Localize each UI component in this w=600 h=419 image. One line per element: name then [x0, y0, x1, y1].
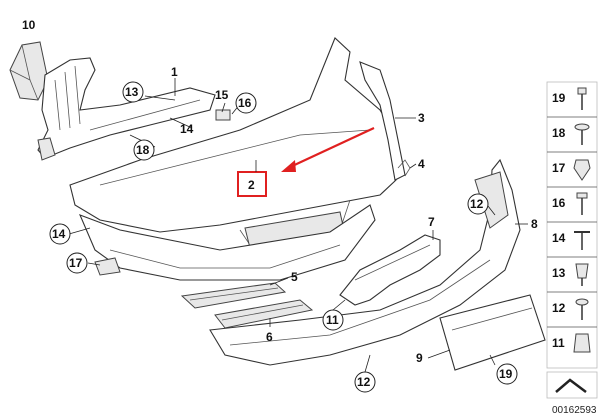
- svg-text:6: 6: [266, 330, 273, 344]
- fastener-16[interactable]: 16: [552, 192, 588, 215]
- part-6-reflector: [214, 299, 314, 329]
- callout-16[interactable]: 16: [235, 92, 257, 114]
- part-2-bumper-cover: [69, 37, 399, 249]
- part-4-clip: [397, 159, 411, 177]
- callout-4[interactable]: 4: [418, 157, 425, 171]
- diagram-number: 00162593: [552, 405, 597, 416]
- part-1-bracket: [37, 57, 216, 161]
- callout-19[interactable]: 19: [496, 363, 518, 385]
- callout-15[interactable]: 15: [215, 88, 229, 102]
- callout-7[interactable]: 7: [428, 215, 435, 229]
- part-3-trim: [359, 61, 406, 181]
- fastener-14[interactable]: 14: [552, 231, 590, 250]
- svg-text:10: 10: [22, 18, 36, 32]
- svg-text:2: 2: [248, 178, 255, 192]
- svg-text:8: 8: [531, 217, 538, 231]
- svg-text:12: 12: [470, 197, 484, 211]
- svg-text:18: 18: [552, 126, 566, 140]
- fastener-11[interactable]: 11: [552, 333, 591, 353]
- svg-text:19: 19: [499, 367, 513, 381]
- callout-14-left[interactable]: 14: [49, 223, 71, 245]
- callout-1[interactable]: 1: [171, 65, 178, 79]
- callout-12-bottom[interactable]: 12: [354, 371, 376, 393]
- part-8-carrier: [209, 158, 521, 366]
- callout-10[interactable]: 10: [22, 18, 36, 32]
- part-5-reflector: [180, 282, 287, 309]
- fastener-13[interactable]: 13: [552, 263, 589, 286]
- svg-text:14: 14: [52, 227, 66, 241]
- callout-3[interactable]: 3: [418, 111, 425, 125]
- svg-text:13: 13: [552, 266, 566, 280]
- svg-text:16: 16: [552, 196, 566, 210]
- fastener-panel: [546, 81, 598, 369]
- svg-text:3: 3: [418, 111, 425, 125]
- svg-text:16: 16: [238, 96, 252, 110]
- callout-6[interactable]: 6: [266, 330, 273, 344]
- part-7-bracket: [339, 234, 441, 306]
- fastener-19[interactable]: 19: [552, 87, 587, 110]
- svg-text:17: 17: [69, 256, 83, 270]
- svg-text:7: 7: [428, 215, 435, 229]
- svg-text:17: 17: [552, 161, 566, 175]
- svg-text:14: 14: [180, 122, 194, 136]
- svg-text:1: 1: [171, 65, 178, 79]
- callout-8[interactable]: 8: [531, 217, 538, 231]
- callout-18[interactable]: 18: [133, 139, 155, 161]
- callout-13-top[interactable]: 13: [122, 81, 144, 103]
- callout-12-right[interactable]: 12: [467, 193, 489, 215]
- svg-text:12: 12: [357, 375, 371, 389]
- svg-text:5: 5: [291, 270, 298, 284]
- callout-9[interactable]: 9: [416, 351, 423, 365]
- part-14-diffuser: [78, 204, 376, 281]
- callout-14-top[interactable]: 14: [180, 122, 194, 136]
- svg-text:14: 14: [552, 231, 566, 245]
- fastener-18[interactable]: 18: [552, 123, 590, 145]
- callout-5[interactable]: 5: [291, 270, 298, 284]
- svg-text:11: 11: [552, 336, 565, 350]
- callout-2[interactable]: 2: [248, 178, 255, 192]
- callout-17[interactable]: 17: [66, 252, 88, 274]
- svg-text:18: 18: [136, 143, 150, 157]
- fastener-17[interactable]: 17: [552, 159, 591, 181]
- svg-text:12: 12: [552, 301, 566, 315]
- part-15-clip: [215, 109, 231, 121]
- svg-text:9: 9: [416, 351, 423, 365]
- svg-text:15: 15: [215, 88, 229, 102]
- callout-11[interactable]: 11: [322, 309, 344, 331]
- part-10-bracket: [9, 41, 49, 101]
- fastener-12[interactable]: 12: [552, 298, 589, 320]
- svg-text:11: 11: [326, 313, 339, 327]
- part-9-license-plate: [439, 294, 546, 371]
- svg-text:4: 4: [418, 157, 425, 171]
- direction-arrow-icon: [546, 371, 598, 399]
- highlight-pointer: [237, 127, 375, 197]
- svg-text:13: 13: [125, 85, 139, 99]
- svg-text:19: 19: [552, 91, 566, 105]
